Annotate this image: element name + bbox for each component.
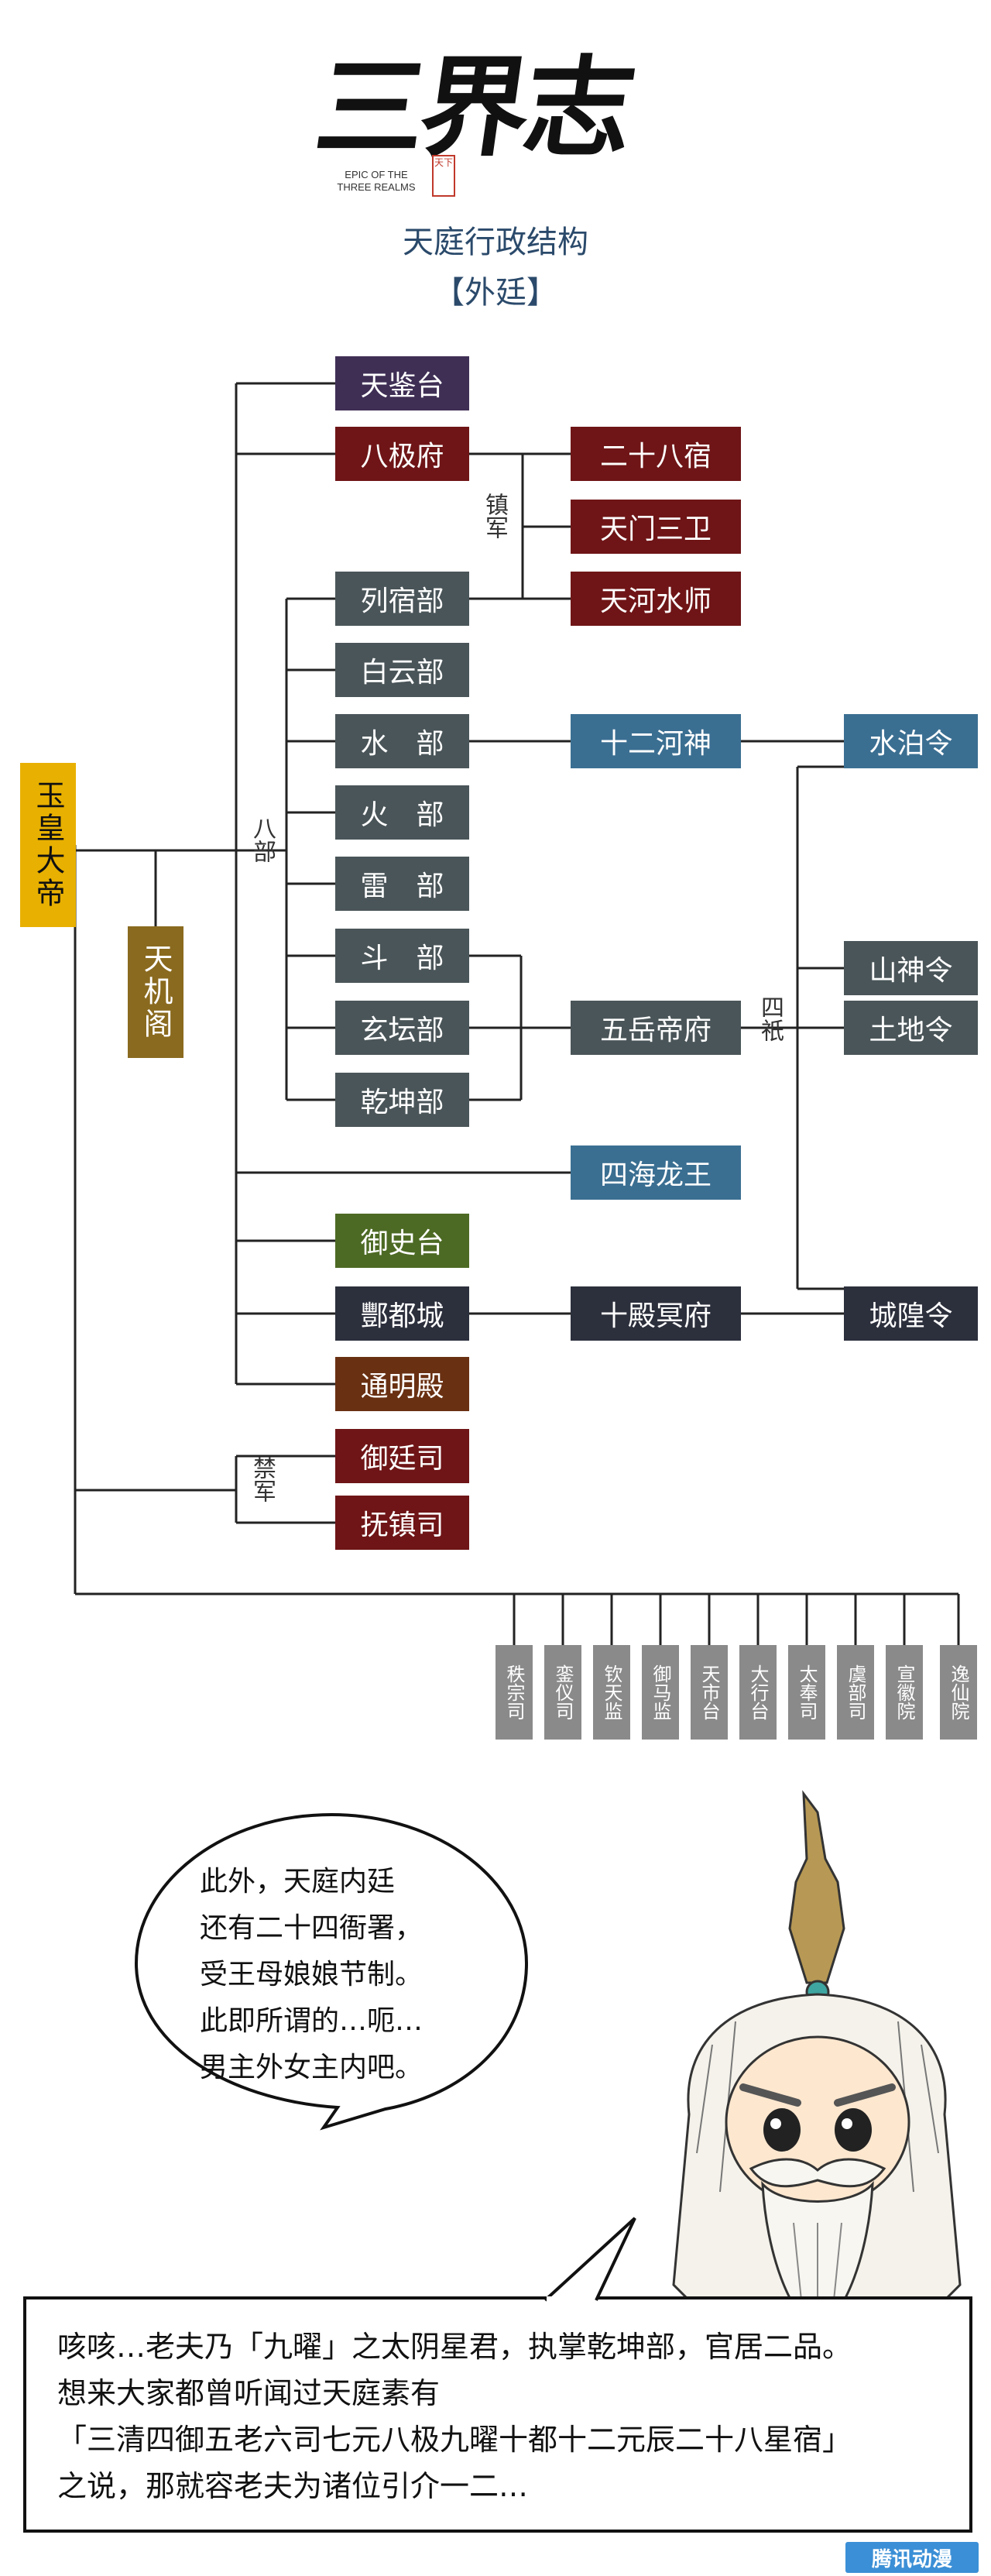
node-wuyuedifu: 五岳帝府: [571, 1001, 741, 1055]
watermark-logo: 腾讯动漫: [845, 2542, 979, 2573]
logo-subtitle: EPIC OF THE THREE REALMS: [337, 169, 416, 193]
diagram-subtitle: 【外廷】: [434, 275, 557, 311]
bubble-line-4: 此即所谓的…呃…: [200, 2005, 423, 2037]
bureau-2-label: 钦天监: [601, 1664, 622, 1720]
node-shuibu: 水 部: [335, 714, 469, 768]
bureau-4: 天市台: [691, 1645, 728, 1740]
node-bajifu: 八极府: [335, 427, 469, 481]
node-sihailongwang: 四海龙王: [571, 1145, 741, 1200]
bureau-9-label: 逸仙院: [948, 1664, 969, 1720]
node-yutingsi: 御廷司: [335, 1429, 469, 1483]
node-shierheshen: 十二河神: [571, 714, 741, 768]
diagram-title: 天庭行政结构: [403, 225, 588, 260]
node-leibu: 雷 部: [335, 857, 469, 911]
bureau-5-label: 大行台: [747, 1664, 769, 1720]
bubble-line-1: 此外，天庭内廷: [200, 1866, 396, 1898]
node-doubu: 斗 部: [335, 929, 469, 983]
label-babu: 八部: [246, 816, 277, 863]
label-jinjun-text: 禁军: [249, 1456, 276, 1503]
node-tianjige-label: 天机阁: [139, 943, 173, 1041]
narration-line-4: 之说，那就容老夫为诸位引介一二…: [57, 2469, 529, 2503]
node-qiankunbu: 乾坤部: [335, 1073, 469, 1127]
bureau-0-label: 秩宗司: [503, 1664, 525, 1720]
bubble-line-3: 受王母娘娘节制。: [200, 1959, 423, 1990]
logo: 三界志 EPIC OF THE THREE REALMS 天下: [308, 39, 681, 209]
node-shidianmingfu: 十殿冥府: [571, 1286, 741, 1341]
speech-bubble: [134, 1812, 529, 2131]
node-tianmensanwei: 天门三卫: [571, 500, 741, 554]
node-chenghuangling: 城隍令: [844, 1286, 978, 1341]
bureau-1: 銮仪司: [544, 1645, 581, 1740]
node-baiyunbu: 白云部: [335, 643, 469, 697]
label-jinjun: 禁军: [246, 1456, 277, 1503]
bubble-line-2: 还有二十四衙署，: [200, 1912, 423, 1944]
bureau-7: 虞部司: [837, 1645, 874, 1740]
node-shibolling: 水泊令: [844, 714, 978, 768]
elder-character-illustration: [672, 1790, 962, 2331]
label-zhenjun: 镇军: [478, 493, 509, 539]
narration-text: 咳咳…老夫乃「九曜」之太阴星君，执掌乾坤部，官居二品。 想来大家都曾听闻过天庭素…: [57, 2324, 852, 2509]
speech-bubble-text: 此外，天庭内廷 还有二十四衙署， 受王母娘娘节制。 此即所谓的…呃… 男主外女主…: [200, 1859, 525, 2091]
label-babu-text: 八部: [249, 816, 276, 863]
label-siqi: 四祇: [754, 995, 785, 1042]
label-zhenjun-text: 镇军: [481, 493, 508, 539]
node-fengducheng: 酆都城: [335, 1286, 469, 1341]
narration-line-3: 「三清四御五老六司七元八极九曜十都十二元辰二十八星宿」: [57, 2423, 852, 2457]
node-tianjige: 天机阁: [128, 926, 183, 1058]
narration-box: [23, 2296, 972, 2533]
bureau-1-label: 銮仪司: [552, 1664, 574, 1720]
bureau-5: 大行台: [739, 1645, 777, 1740]
bureau-8: 宣徽院: [886, 1645, 923, 1740]
seal-stamp: 天下: [432, 155, 455, 197]
bureau-9: 逸仙院: [940, 1645, 977, 1740]
bureau-3: 御马监: [642, 1645, 679, 1740]
node-tianjiantai: 天鉴台: [335, 356, 469, 410]
bureau-6: 太奉司: [788, 1645, 825, 1740]
node-shanshenling: 山神令: [844, 941, 978, 995]
node-tudiling: 土地令: [844, 1001, 978, 1055]
bureau-4-label: 天市台: [698, 1664, 720, 1720]
bureau-8-label: 宣徽院: [893, 1664, 915, 1720]
node-fuzhensi: 抚镇司: [335, 1496, 469, 1550]
narration-line-1: 咳咳…老夫乃「九曜」之太阴星君，执掌乾坤部，官居二品。: [57, 2330, 852, 2364]
node-yushitai: 御史台: [335, 1214, 469, 1268]
bubble-line-5: 男主外女主内吧。: [200, 2052, 423, 2083]
label-siqi-text: 四祇: [756, 995, 784, 1042]
node-ershibaxiu: 二十八宿: [571, 427, 741, 481]
narration-box-tail: [544, 2217, 636, 2302]
node-huobu: 火 部: [335, 785, 469, 840]
node-tongmingdian: 通明殿: [335, 1357, 469, 1411]
node-emperor: 玉皇大帝: [20, 763, 76, 927]
node-emperor-label: 玉皇大帝: [31, 780, 65, 910]
narration-line-2: 想来大家都曾听闻过天庭素有: [57, 2376, 441, 2410]
node-tianheshuishi: 天河水师: [571, 572, 741, 626]
bureau-2: 钦天监: [593, 1645, 630, 1740]
bureau-6-label: 太奉司: [796, 1664, 818, 1720]
node-xuantanbu: 玄坛部: [335, 1001, 469, 1055]
logo-title: 三界志: [308, 45, 638, 172]
bureau-3-label: 御马监: [650, 1664, 671, 1720]
node-liexiubu: 列宿部: [335, 572, 469, 626]
bureau-7-label: 虞部司: [845, 1664, 866, 1720]
bureau-0: 秩宗司: [496, 1645, 533, 1740]
